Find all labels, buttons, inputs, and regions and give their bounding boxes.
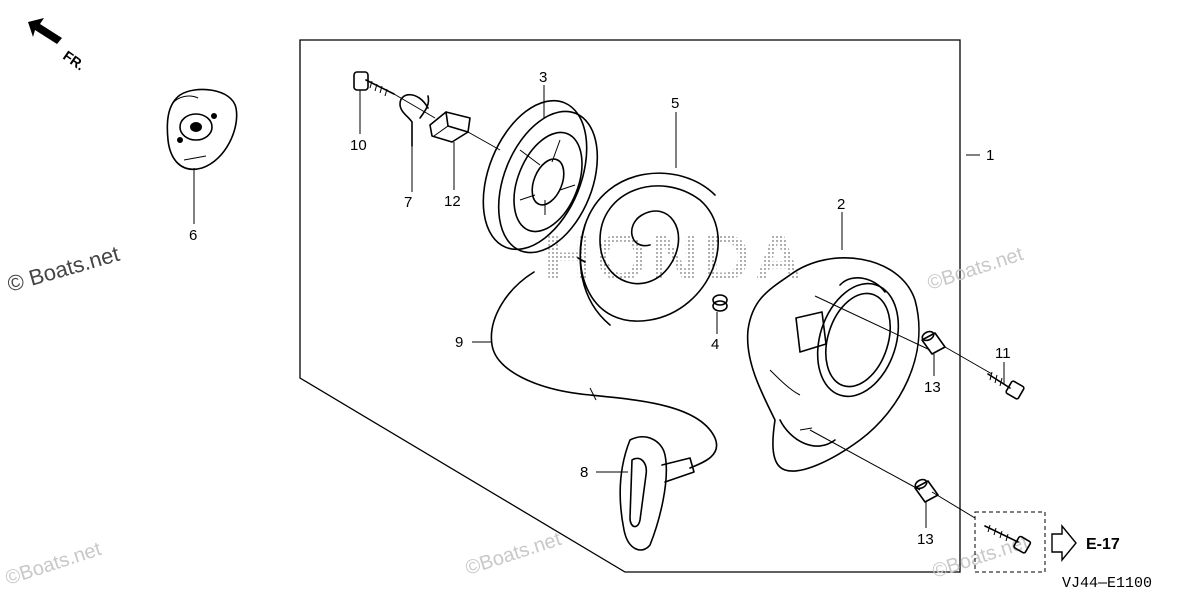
part-5-spring [577,172,719,326]
callout-8: 8 [580,464,588,481]
front-direction-arrow-icon [28,18,62,44]
reference-label: E-17 [1086,536,1120,553]
part-12-ratchet [429,111,471,143]
reference-bolt-box [974,511,1046,573]
callout-7: 7 [404,194,412,211]
part-2-starter-case [746,257,920,472]
callout-4: 4 [711,336,719,353]
reference-arrow-icon [1051,524,1077,562]
watermark-bottom-left: ©Boats.net [3,538,105,590]
callout-2: 2 [837,196,845,213]
part-6-drive-plate [166,88,238,171]
watermark-bottom-right: ©Boats.net [930,531,1032,583]
callout-9: 9 [455,334,463,351]
part-9-rope [490,271,718,469]
leader-lines [193,85,1005,528]
callout-1: 1 [986,147,994,164]
callout-12: 12 [444,193,461,210]
assembly-boundary [299,39,961,573]
part-10-bolt [353,71,395,97]
callout-13-upper: 13 [924,379,941,396]
honda-watermark: HONDA [544,220,806,294]
part-13-collar-lower [914,478,939,503]
part-4-collar [712,294,728,312]
callouts: 1 2 3 4 5 6 7 8 9 10 11 12 13 13 [189,69,1011,548]
callout-3: 3 [539,69,547,86]
callout-5: 5 [671,95,679,112]
watermark-group: © Boats.net ©Boats.net ©Boats.net ©Boats… [3,241,1032,590]
part-7-clip [399,93,430,147]
part-3-reel [482,99,599,254]
callout-6: 6 [189,227,197,244]
part-13-collar-upper [921,330,946,355]
part-8-grip [619,436,695,551]
callout-10: 10 [350,137,367,154]
diagram-code: VJ44—E1100 [1062,575,1152,592]
callout-11: 11 [995,345,1011,362]
watermark-left: © Boats.net [4,241,122,297]
callout-13-lower: 13 [917,531,934,548]
part-11-bolt [987,371,1025,400]
watermark-mid-right: ©Boats.net [925,243,1027,295]
watermark-bottom-center: ©Boats.net [463,528,565,580]
front-direction-label: FR. [60,47,88,73]
